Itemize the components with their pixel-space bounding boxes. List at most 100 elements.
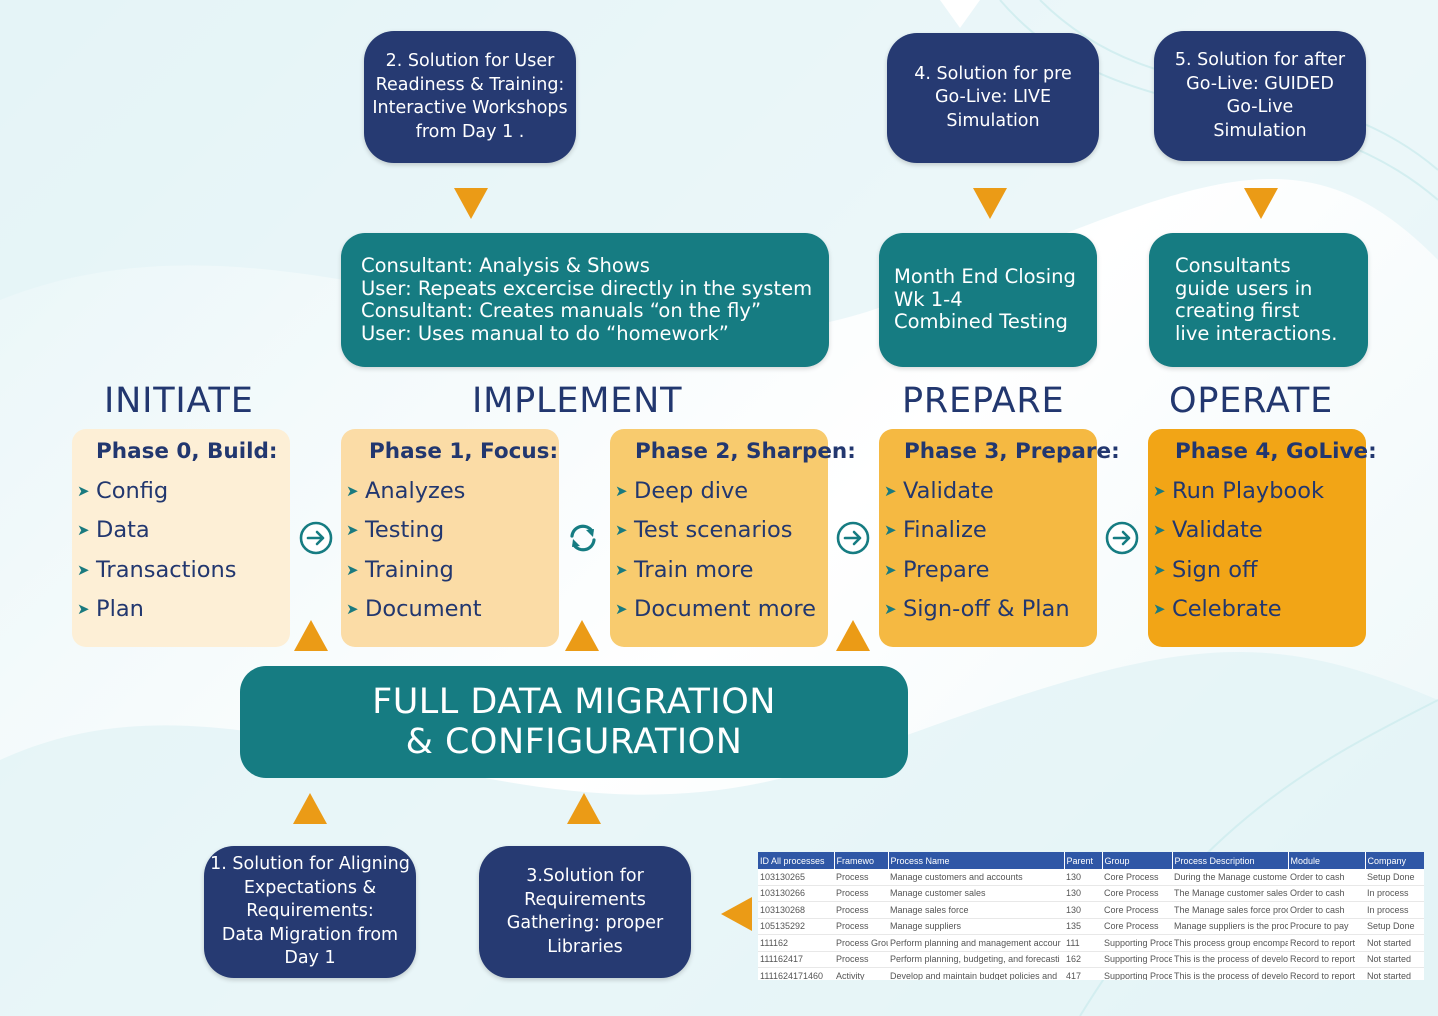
- phase-1-title: Phase 1, Focus:: [369, 439, 559, 464]
- operate-detail-line-4: live interactions.: [1175, 321, 1338, 345]
- table-cell: Perform planning and management accour: [888, 934, 1064, 952]
- table-cell: Process: [834, 951, 888, 968]
- implement-detail-line-3: Consultant: Creates manuals “on the fly”: [361, 299, 762, 322]
- phase-4-item-1: ➤Run Playbook: [1148, 471, 1366, 511]
- column-header[interactable]: Process Name: [888, 852, 1065, 869]
- table-cell: Manage sales force: [888, 901, 1064, 919]
- table-cell: 130: [1064, 869, 1102, 886]
- migration-line-1: FULL DATA MIGRATION: [372, 682, 776, 722]
- arrow-right-icon: [836, 521, 870, 555]
- phase-4-title: Phase 4, GoLive:: [1175, 439, 1377, 464]
- table-cell: 105135292: [758, 918, 834, 935]
- table-cell: Manage suppliers is the proc: [1172, 918, 1288, 935]
- phase-2-item-3-label: Train more: [634, 556, 754, 583]
- up-triangle-icon: [565, 620, 599, 651]
- table-cell: Process: [834, 869, 888, 886]
- solution-1-line-4: Data Migration from: [221, 924, 399, 945]
- table-cell: Setup Done: [1365, 869, 1424, 886]
- chevron-right-icon: ➤: [884, 560, 897, 579]
- solution-1-line-3: Requirements:: [246, 901, 374, 922]
- arrow-right-icon: [299, 521, 333, 555]
- solution-4-line-1: 4. Solution for pre: [914, 63, 1072, 84]
- implement-detail-box: Consultant: Analysis & Shows User: Repea…: [341, 233, 829, 367]
- table-cell: 103130268: [758, 901, 834, 919]
- table-cell: Not started: [1365, 951, 1424, 968]
- table-cell: Core Process: [1102, 885, 1172, 902]
- table-cell: Setup Done: [1365, 918, 1424, 935]
- column-header[interactable]: Group: [1102, 852, 1173, 869]
- chevron-right-icon: ➤: [346, 600, 359, 619]
- phase-3-item-1: ➤ Validate: [879, 471, 1097, 511]
- phase-3-item-3: ➤Prepare: [879, 550, 1097, 590]
- table-cell: During the Manage custome: [1172, 869, 1288, 886]
- phase-3-title: Phase 3, Prepare:: [904, 439, 1120, 464]
- solution-5-line-2: Go-Live: GUIDED: [1186, 73, 1334, 94]
- chevron-right-icon: ➤: [1153, 560, 1166, 579]
- left-triangle-icon: [721, 897, 752, 931]
- solution-4-box: 4. Solution for pre Go-Live: LIVE Simula…: [887, 33, 1099, 163]
- table-cell: Develop and maintain budget policies and: [888, 967, 1064, 980]
- table-cell: Manage customer sales: [888, 885, 1064, 902]
- table-cell: 111162417: [758, 951, 834, 968]
- solution-2-line-4: from Day 1 .: [415, 121, 525, 142]
- phase-1-item-3-label: Training: [365, 556, 454, 583]
- chevron-right-icon: ➤: [615, 600, 628, 619]
- operate-detail-line-1: Consultants: [1175, 254, 1291, 277]
- phase-2-box: Phase 2, Sharpen: ➤Deep dive ➤Test scena…: [610, 429, 856, 647]
- phase-2-item-2-label: Test scenarios: [634, 517, 793, 544]
- column-header[interactable]: Module: [1288, 852, 1366, 869]
- phase-3-box: Phase 3, Prepare: ➤ Validate ➤ Finalize ➤P…: [879, 429, 1120, 647]
- chevron-right-icon: ➤: [77, 521, 90, 540]
- table-cell: Not started: [1365, 967, 1424, 980]
- phase-4-item-2-label: Validate: [1172, 517, 1263, 544]
- phase-0-item-2: ➤Data: [72, 511, 290, 551]
- solution-1-line-5: Day 1: [284, 948, 336, 969]
- table-cell: 103130265: [758, 869, 834, 886]
- phase-1-box: Phase 1, Focus: ➤Analyzes ➤Testing ➤Trai…: [341, 429, 559, 647]
- phase-0-item-1: ➤Config: [72, 471, 290, 511]
- phase-2-item-4: ➤Document more: [610, 590, 828, 630]
- chevron-right-icon: ➤: [615, 521, 628, 540]
- phase-3-item-2-label: Finalize: [903, 517, 987, 544]
- table-cell: 135: [1064, 918, 1102, 935]
- full-data-migration-box: FULL DATA MIGRATION & CONFIGURATION: [240, 666, 908, 778]
- solution-1-line-2: Expectations &: [243, 877, 377, 898]
- chevron-right-icon: ➤: [1153, 521, 1166, 540]
- phase-4-item-3-label: Sign off: [1172, 556, 1258, 583]
- column-header[interactable]: Process Description: [1172, 852, 1289, 869]
- solution-2-line-2: Readiness & Training:: [375, 74, 565, 95]
- chevron-right-icon: ➤: [884, 600, 897, 619]
- table-cell: The Manage customer sales: [1172, 885, 1288, 902]
- phase-3-item-4: ➤ Sign-off & Plan: [879, 590, 1097, 630]
- process-library-spreadsheet: ID All processes Framewo Process Name Pa…: [758, 852, 1424, 980]
- phase-1-item-1-label: Analyzes: [365, 477, 466, 504]
- phase-0-item-4: ➤Plan: [72, 590, 290, 630]
- solution-2-box: 2. Solution for User Readiness & Trainin…: [364, 31, 576, 163]
- column-header[interactable]: Parent: [1064, 852, 1103, 869]
- table-cell: Activity: [834, 967, 888, 980]
- phase-1-item-1: ➤Analyzes: [341, 471, 559, 511]
- table-cell: Process Grou: [834, 934, 888, 952]
- phase-3-item-1-label: Validate: [903, 477, 994, 504]
- column-header[interactable]: Company: [1365, 852, 1424, 869]
- phase-3-item-4-label: Sign-off & Plan: [903, 596, 1070, 623]
- column-header[interactable]: Framewo: [834, 852, 889, 869]
- table-cell: Process: [834, 901, 888, 919]
- chevron-right-icon: ➤: [884, 481, 897, 500]
- chevron-right-icon: ➤: [346, 560, 359, 579]
- solution-5-box: 5. Solution for after Go-Live: GUIDED Go…: [1154, 31, 1366, 161]
- table-cell: In process: [1365, 901, 1424, 919]
- table-cell: Process: [834, 918, 888, 935]
- table-cell: Procure to pay: [1288, 918, 1365, 935]
- stage-prepare: PREPARE: [902, 381, 1065, 421]
- chevron-right-icon: ➤: [1153, 600, 1166, 619]
- table-cell: In process: [1365, 885, 1424, 902]
- down-triangle-icon: [454, 188, 488, 219]
- table-cell: 111: [1064, 934, 1102, 952]
- phase-1-item-4-label: Document: [365, 596, 482, 623]
- prepare-detail-line-1: Month End Closing: [894, 265, 1076, 289]
- column-header[interactable]: ID All processes: [758, 852, 835, 869]
